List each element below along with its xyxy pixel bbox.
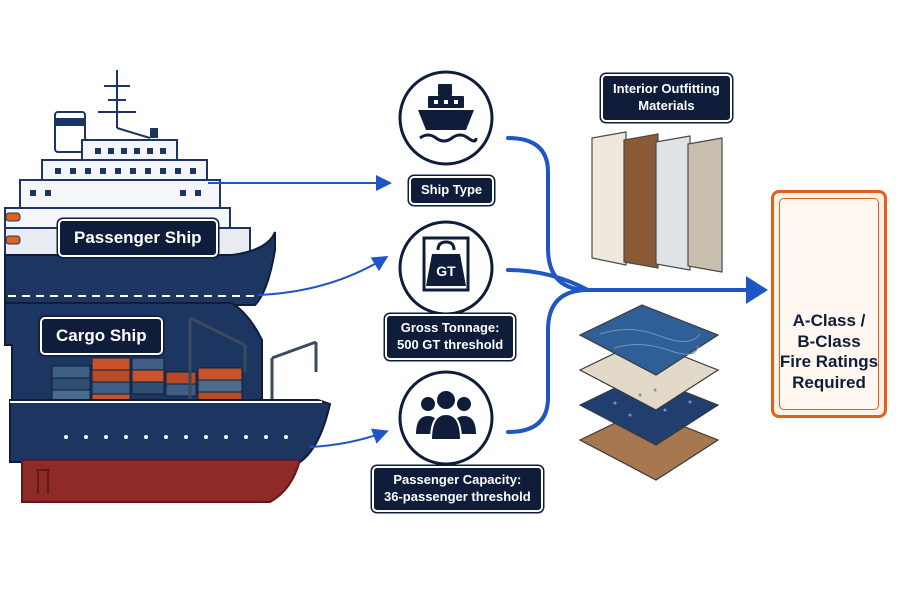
superstructure-windows [30, 148, 201, 196]
hull-waterline [21, 459, 302, 503]
gross-tonnage-node: GT [398, 220, 494, 316]
ship-icon [418, 84, 478, 143]
ship-type-node [398, 70, 494, 166]
material-panel [655, 135, 691, 271]
funnel [54, 111, 86, 153]
material-panel [687, 137, 723, 273]
portholes [64, 435, 288, 439]
cargo-cranes [188, 316, 318, 400]
lifeboats [5, 212, 21, 245]
material-panels [591, 131, 723, 273]
fire-rating-result-card: A-Class / B-Class Fire Ratings Required [771, 190, 887, 418]
gt-weight-icon: GT [422, 236, 470, 292]
passenger-capacity-node [398, 370, 494, 466]
arrow-to-gross-tonnage [257, 255, 389, 296]
radar [150, 128, 158, 138]
gross-tonnage-label: Gross Tonnage: 500 GT threshold [385, 314, 516, 360]
ship-type-label-line: Ship Type [421, 182, 483, 197]
flooring-texture [599, 329, 701, 355]
fire-rating-line-2: B-Class [797, 331, 861, 351]
fire-rating-line-3: Fire Ratings [779, 352, 879, 372]
material-panel [623, 133, 659, 269]
interior-materials-label: Interior Outfitting Materials [601, 74, 732, 122]
cargo-ship-label: Cargo Ship [40, 317, 163, 356]
mast [98, 70, 151, 139]
material-panel [591, 131, 627, 266]
passenger-capacity-label-line-2: 36-passenger threshold [384, 488, 531, 504]
main-hull [9, 399, 332, 463]
arrow-to-passenger-capacity [309, 428, 389, 448]
interior-materials-label-line-1: Interior Outfitting [613, 81, 720, 96]
fire-rating-line-1: A-Class / [792, 311, 866, 330]
flooring-tiles [578, 304, 720, 481]
people-icon [416, 391, 476, 441]
flooring-speckles [613, 388, 692, 417]
criteria-merge-arrows [506, 136, 750, 434]
ship-illustration [4, 70, 332, 503]
fire-rating-result-inner [779, 198, 879, 410]
gt-icon-text: GT [436, 263, 456, 279]
ship-to-criteria-arrows [208, 175, 392, 448]
rudder [36, 469, 50, 494]
passenger-capacity-label-line-1: Passenger Capacity: [393, 472, 522, 487]
passenger-ship-label: Passenger Ship [58, 219, 218, 258]
fire-rating-line-4: Required [792, 373, 866, 393]
gross-tonnage-label-line-1: Gross Tonnage: [400, 320, 500, 335]
passenger-hull [4, 231, 276, 306]
gross-tonnage-label-line-2: 500 GT threshold [397, 336, 504, 352]
flooring-tile [578, 304, 720, 376]
result-arrowhead [746, 276, 768, 304]
fire-rating-result-text: A-Class / B-Class Fire Ratings Required [774, 311, 884, 394]
interior-materials-label-line-2: Materials [638, 97, 695, 113]
passenger-capacity-label: Passenger Capacity: 36-passenger thresho… [372, 466, 543, 512]
ship-type-label: Ship Type [409, 176, 495, 205]
